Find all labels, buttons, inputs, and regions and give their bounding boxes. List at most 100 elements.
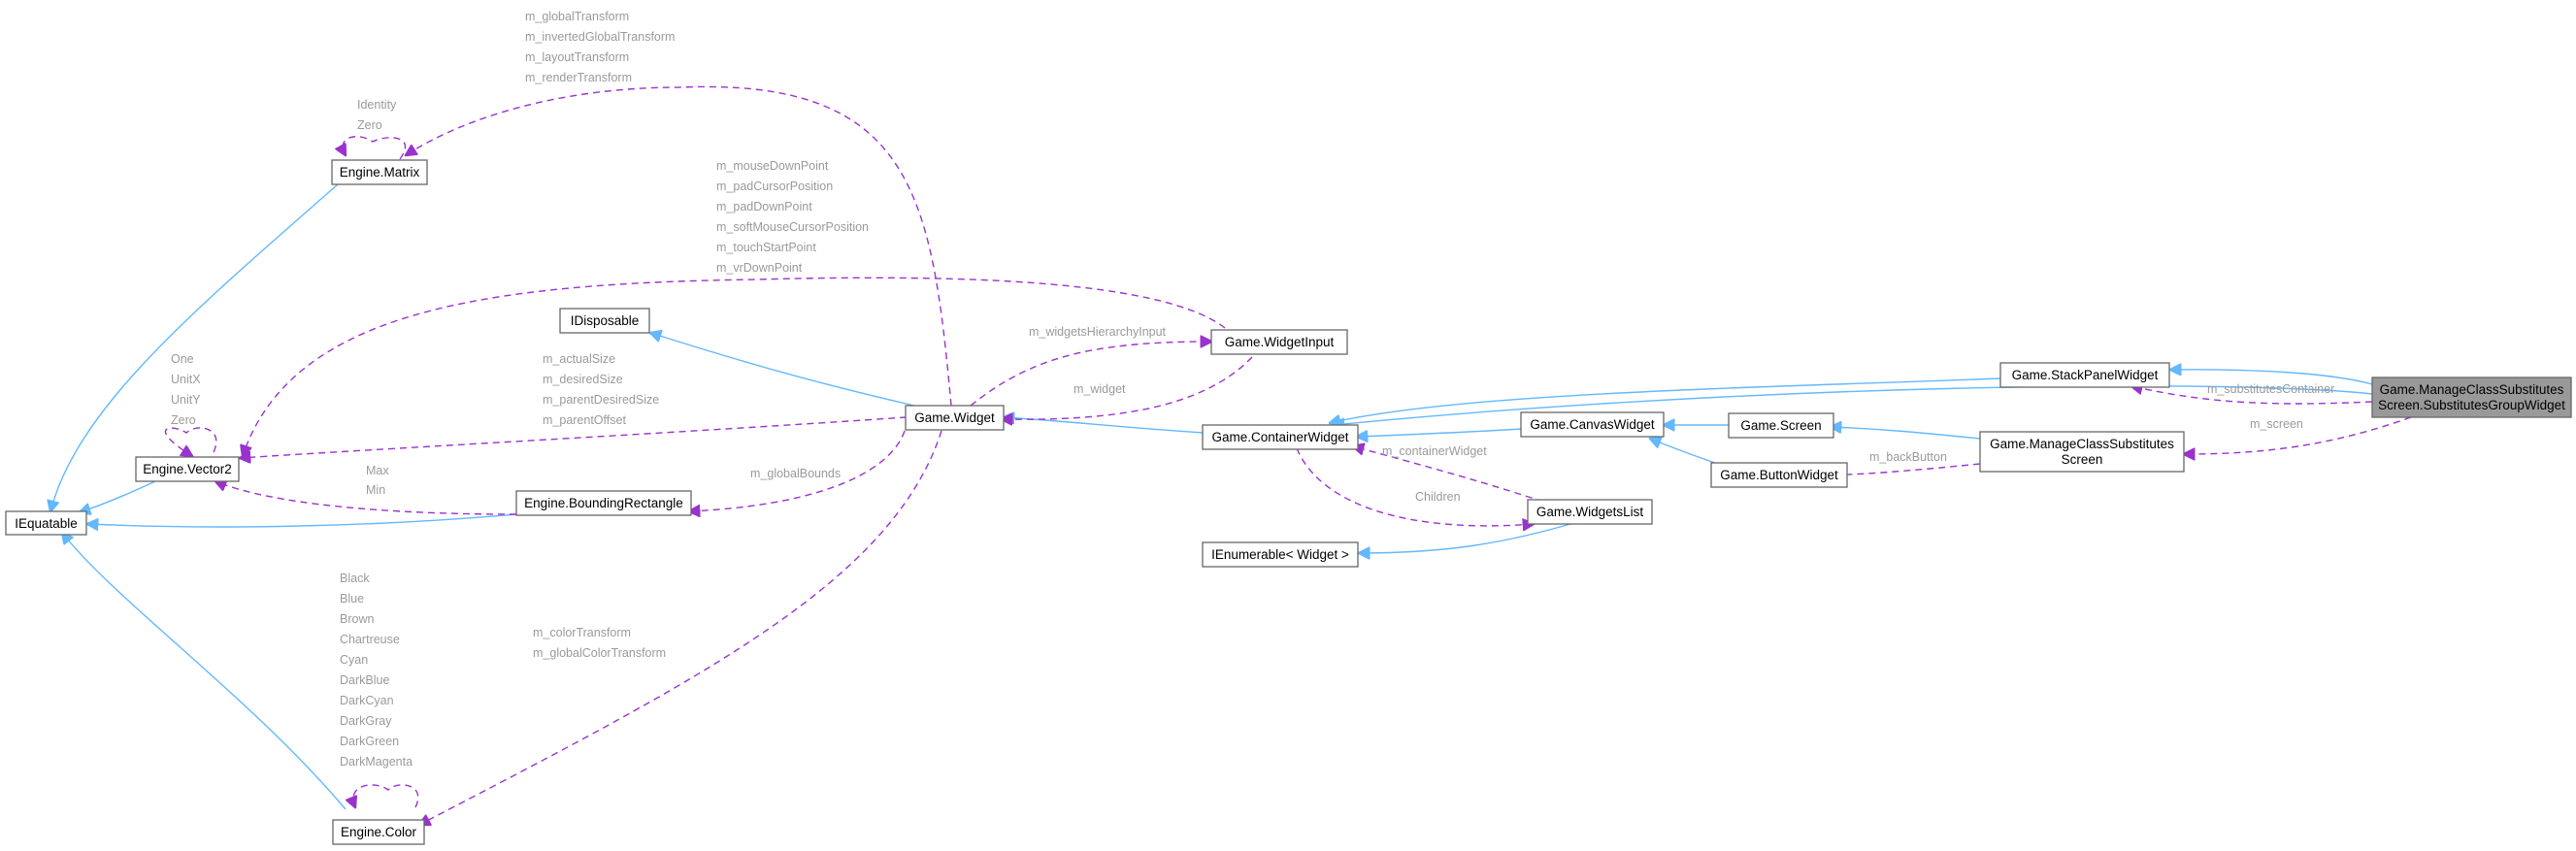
label-back-button: m_backButton xyxy=(1869,450,1947,464)
nodes: IEquatable Engine.Matrix Engine.Vector2 … xyxy=(5,159,2572,845)
node-engine-bounding-rectangle[interactable]: Engine.BoundingRectangle xyxy=(515,490,692,516)
label-touch-start-point: m_touchStartPoint xyxy=(716,241,816,254)
edge-stack-container xyxy=(1330,377,2002,423)
edge-vector2-self xyxy=(164,427,217,456)
label-color-blue: Blue xyxy=(340,592,364,606)
node-game-widgets-list-label: Game.WidgetsList xyxy=(1536,505,1644,519)
node-ienumerable-widget[interactable]: IEnumerable< Widget > xyxy=(1202,541,1359,568)
edge-button-canvas xyxy=(1650,439,1719,465)
node-game-canvas-widget-label: Game.CanvasWidget xyxy=(1530,417,1655,432)
node-game-screen[interactable]: Game.Screen xyxy=(1728,412,1834,439)
edge-widgetslist-ienumerable xyxy=(1359,521,1578,553)
node-engine-matrix-label: Engine.Matrix xyxy=(340,165,420,180)
label-parent-desired-size: m_parentDesiredSize xyxy=(543,393,659,407)
edge-canvas-container xyxy=(1357,428,1523,437)
node-idisposable[interactable]: IDisposable xyxy=(559,308,650,334)
edge-widget-color xyxy=(419,430,942,825)
node-game-container-widget[interactable]: Game.ContainerWidget xyxy=(1202,424,1359,450)
label-vector2-one: One xyxy=(171,352,194,366)
edge-vector2-equatable xyxy=(80,480,156,512)
label-color-darkmagenta: DarkMagenta xyxy=(340,755,413,769)
node-game-canvas-widget[interactable]: Game.CanvasWidget xyxy=(1520,411,1665,438)
label-color-transform: m_colorTransform xyxy=(533,626,631,639)
edge-widget-idisposable xyxy=(650,333,915,407)
node-engine-vector2[interactable]: Engine.Vector2 xyxy=(135,456,240,482)
label-substitutes-container: m_substitutesContainer xyxy=(2207,382,2334,396)
node-idisposable-label: IDisposable xyxy=(571,313,640,328)
edge-container-widget xyxy=(1004,417,1205,434)
label-render-transform: m_renderTransform xyxy=(525,71,632,84)
edge-color-equatable xyxy=(62,533,347,810)
label-vector2-zero: Zero xyxy=(171,413,196,427)
node-game-widgets-list[interactable]: Game.WidgetsList xyxy=(1527,499,1653,525)
edge-group-stack-use xyxy=(2131,386,2373,405)
edge-color-self xyxy=(353,784,419,807)
edge-widget-vector2 xyxy=(240,416,908,458)
edge-matrix-self xyxy=(343,136,407,160)
label-container-widget: m_containerWidget xyxy=(1382,444,1487,458)
node-game-manage-class-substitutes-screen[interactable]: Game.ManageClassSubstitutes Screen xyxy=(1979,431,2185,473)
label-vector2-unitx: UnitX xyxy=(171,373,201,386)
node-game-screen-label: Game.Screen xyxy=(1740,418,1821,433)
edge-widget-bounds xyxy=(689,430,906,511)
label-global-bounds: m_globalBounds xyxy=(750,467,841,480)
node-game-widget-input[interactable]: Game.WidgetInput xyxy=(1210,329,1348,355)
edge-input-widget xyxy=(1002,356,1253,419)
node-substitutes-group-widget[interactable]: Game.ManageClassSubstitutes Screen.Subst… xyxy=(2371,376,2572,418)
edge-widget-matrix xyxy=(406,85,952,407)
label-color-darkgray: DarkGray xyxy=(340,714,392,728)
inheritance-edges xyxy=(50,183,2373,810)
label-global-transform: m_globalTransform xyxy=(525,10,629,23)
node-engine-vector2-label: Engine.Vector2 xyxy=(143,462,232,476)
label-inverted-global-transform: m_invertedGlobalTransform xyxy=(525,30,675,44)
label-parent-offset: m_parentOffset xyxy=(543,413,626,427)
edge-list-container xyxy=(1353,446,1544,503)
node-ienumerable-widget-label: IEnumerable< Widget > xyxy=(1211,547,1349,562)
label-color-darkgreen: DarkGreen xyxy=(340,735,399,748)
label-widgets-hierarchy-input: m_widgetsHierarchyInput xyxy=(1029,325,1167,339)
node-game-widget-input-label: Game.WidgetInput xyxy=(1225,335,1335,349)
usage-edges xyxy=(164,85,2412,825)
edge-managescreen-screen xyxy=(1831,427,1981,440)
label-bounds-max: Max xyxy=(366,464,389,477)
label-matrix-identity: Identity xyxy=(357,98,397,112)
label-color-darkcyan: DarkCyan xyxy=(340,694,394,707)
label-color-darkblue: DarkBlue xyxy=(340,673,389,687)
node-engine-matrix[interactable]: Engine.Matrix xyxy=(331,159,428,185)
node-iequatable[interactable]: IEquatable xyxy=(5,510,87,536)
label-m-widget: m_widget xyxy=(1073,382,1126,396)
label-m-screen: m_screen xyxy=(2250,417,2303,431)
label-children: Children xyxy=(1415,490,1461,504)
label-pad-cursor-position: m_padCursorPosition xyxy=(716,180,833,193)
label-desired-size: m_desiredSize xyxy=(543,373,623,386)
node-group-widget-line2: Screen.SubstitutesGroupWidget xyxy=(2378,398,2565,412)
node-engine-color[interactable]: Engine.Color xyxy=(332,819,425,845)
node-manage-screen-line1: Game.ManageClassSubstitutes xyxy=(1990,437,2174,451)
edge-group-screen xyxy=(2184,416,2412,454)
edge-matrix-equatable xyxy=(50,183,339,511)
node-game-button-widget[interactable]: Game.ButtonWidget xyxy=(1710,462,1848,488)
node-game-widget-label: Game.Widget xyxy=(914,410,995,425)
label-global-color-transform: m_globalColorTransform xyxy=(533,646,666,660)
label-mouse-down-point: m_mouseDownPoint xyxy=(716,159,829,173)
node-game-stack-panel-widget[interactable]: Game.StackPanelWidget xyxy=(1999,362,2170,388)
edge-bounds-vector2 xyxy=(215,481,517,515)
edge-group-stack xyxy=(2170,370,2373,385)
node-game-widget[interactable]: Game.Widget xyxy=(905,405,1005,431)
label-actual-size: m_actualSize xyxy=(543,352,615,366)
edge-labels: Identity Zero m_globalTransform m_invert… xyxy=(171,10,2334,769)
node-manage-screen-line2: Screen xyxy=(2062,452,2103,467)
label-pad-down-point: m_padDownPoint xyxy=(716,200,812,213)
edge-container-list xyxy=(1296,447,1534,526)
node-game-stack-panel-widget-label: Game.StackPanelWidget xyxy=(2012,368,2159,382)
edge-group-container xyxy=(1334,385,2373,425)
label-soft-mouse-cursor: m_softMouseCursorPosition xyxy=(716,220,869,234)
label-vr-down-point: m_vrDownPoint xyxy=(716,261,803,275)
label-matrix-zero: Zero xyxy=(357,118,382,132)
label-layout-transform: m_layoutTransform xyxy=(525,50,629,64)
label-color-brown: Brown xyxy=(340,612,374,626)
label-color-black: Black xyxy=(340,572,370,585)
node-iequatable-label: IEquatable xyxy=(15,516,78,531)
node-game-button-widget-label: Game.ButtonWidget xyxy=(1720,468,1838,482)
